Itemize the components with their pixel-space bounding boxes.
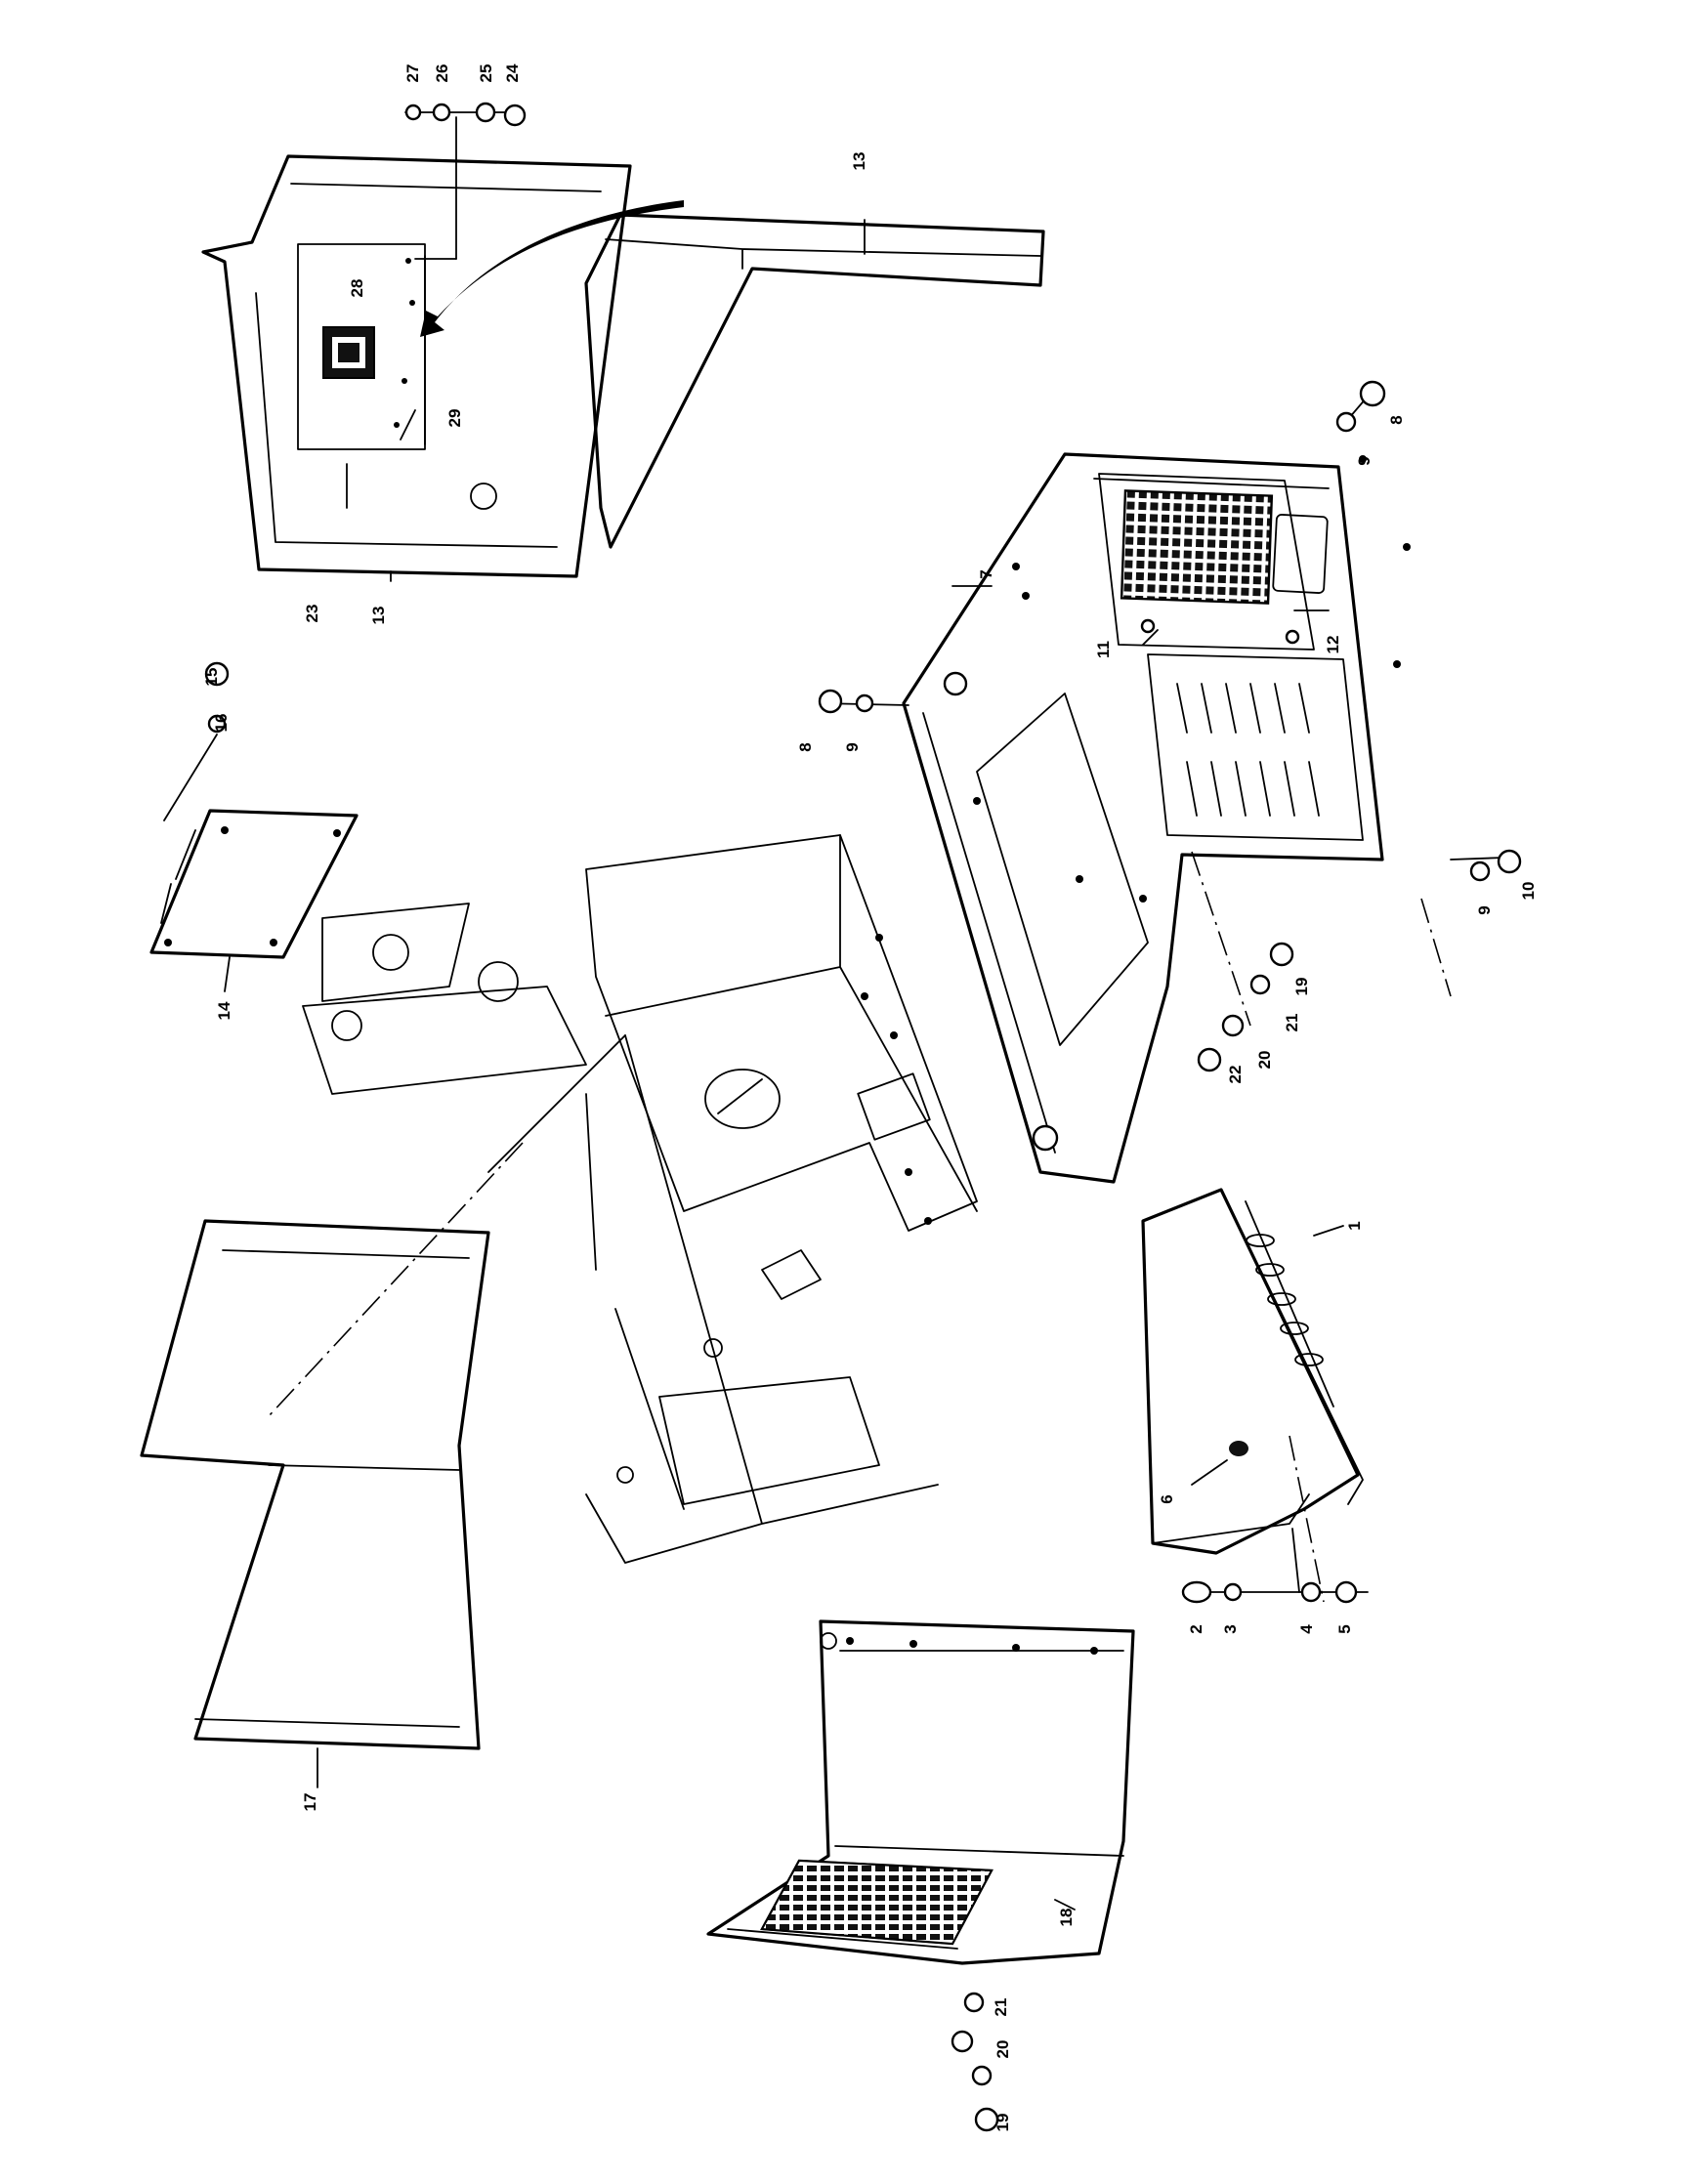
callout-21-bottom: 21 (992, 1998, 1010, 2017)
callout-15: 15 (202, 668, 221, 687)
callout-17: 17 (301, 1793, 319, 1812)
fasteners-2-5 (1181, 1528, 1369, 1604)
callout-13-top: 13 (850, 152, 868, 171)
callout-3: 3 (1221, 1624, 1240, 1633)
callout-labels: 1 2 3 4 5 6 7 8 8 9 9 9 10 11 12 13 13 1… (202, 63, 1538, 2131)
part-14-small-plate (149, 661, 359, 959)
part-18-grille-cover (706, 1619, 1135, 1965)
part-1-tray (1141, 1188, 1364, 1555)
callout-27: 27 (403, 64, 422, 83)
fasteners-9-10-bottom (1450, 849, 1522, 882)
callout-9-left: 9 (843, 742, 862, 751)
callout-19-bottom: 19 (993, 2114, 1012, 2132)
construction-lines (268, 851, 1452, 1603)
callout-5: 5 (1335, 1624, 1354, 1633)
callout-20-bottom: 20 (993, 2040, 1012, 2059)
callout-20-right: 20 (1255, 1051, 1274, 1070)
rotate-arrow-icon (420, 200, 684, 337)
callout-13-bottom: 13 (369, 607, 388, 625)
part-13-side-strip (584, 213, 1045, 549)
callout-16: 16 (212, 714, 231, 733)
callout-10: 10 (1519, 882, 1538, 901)
callout-21-right: 21 (1283, 1014, 1301, 1032)
fasteners-8-9-left (818, 689, 909, 714)
callout-23: 23 (303, 605, 321, 623)
callout-8-right: 8 (1387, 415, 1406, 424)
leader-lines (224, 219, 1344, 1911)
callout-4: 4 (1297, 1624, 1316, 1634)
part-7-side-panel (902, 452, 1411, 1184)
callout-18: 18 (1057, 1909, 1076, 1927)
callout-29: 29 (445, 409, 464, 428)
callout-7: 7 (977, 569, 995, 578)
callout-9-right: 9 (1355, 456, 1374, 465)
fasteners-24-27 (404, 102, 527, 260)
part-13-upper-cover (201, 154, 632, 578)
callout-19-right: 19 (1292, 978, 1311, 996)
callout-26: 26 (433, 64, 451, 83)
callout-9-bottom: 9 (1475, 905, 1494, 914)
callout-14: 14 (215, 1001, 233, 1020)
callout-12: 12 (1324, 636, 1342, 654)
callout-25: 25 (477, 64, 495, 83)
fasteners-19-21-bottom (951, 1992, 999, 2132)
fasteners-19-22 (1197, 942, 1294, 1072)
callout-11: 11 (1094, 641, 1113, 658)
central-chassis (302, 834, 978, 1564)
part-17-box-cover (140, 1219, 490, 1750)
callout-28: 28 (348, 279, 366, 298)
callout-2: 2 (1187, 1624, 1205, 1633)
callout-8-left: 8 (796, 742, 815, 751)
callout-24: 24 (503, 63, 522, 82)
callout-22: 22 (1226, 1066, 1245, 1084)
fasteners-8-9-right (1335, 380, 1386, 433)
callout-1: 1 (1345, 1221, 1364, 1230)
callout-6: 6 (1158, 1494, 1176, 1503)
